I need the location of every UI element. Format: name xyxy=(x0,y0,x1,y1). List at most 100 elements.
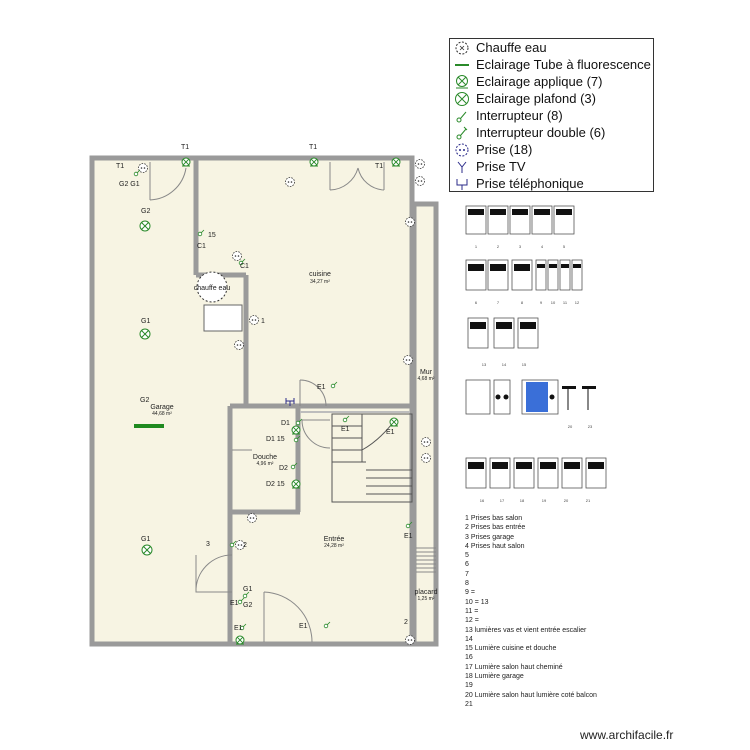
svg-text:G2: G2 xyxy=(243,602,252,609)
svg-text:C1: C1 xyxy=(197,243,206,250)
svg-text:20: 20 xyxy=(568,424,573,429)
interrupteur-double-icon xyxy=(456,126,468,139)
circuit-note: 10 = 13 xyxy=(465,598,489,606)
circuit-note: 2 Prises bas entrée xyxy=(465,524,526,532)
circuit-note: 14 xyxy=(465,635,473,643)
footer-url[interactable]: www.archifacile.fr xyxy=(580,728,674,742)
svg-text:11: 11 xyxy=(563,300,568,305)
electrical-panel xyxy=(465,205,607,489)
circuit-note: 16 xyxy=(465,654,473,662)
svg-text:T1: T1 xyxy=(375,163,383,170)
svg-text:19: 19 xyxy=(542,498,547,503)
svg-text:2: 2 xyxy=(497,244,500,249)
room-mur-area: 4,68 m² xyxy=(418,376,435,382)
svg-text:D1 15: D1 15 xyxy=(266,436,285,443)
svg-text:E1: E1 xyxy=(317,384,326,391)
breaker-stems xyxy=(567,389,589,410)
legend-row-prise-tv: Prise TV xyxy=(450,158,526,175)
applique-icon xyxy=(456,74,468,88)
chauffe-eau-icon xyxy=(455,41,469,54)
room-douche-area: 4,96 m² xyxy=(257,461,274,467)
svg-text:12: 12 xyxy=(575,300,580,305)
legend-label: Prise téléphonique xyxy=(476,176,584,191)
legend: Chauffe eau Eclairage Tube à fluorescenc… xyxy=(449,38,654,192)
svg-text:D2: D2 xyxy=(279,465,288,472)
circuit-note: 12 = xyxy=(465,617,479,625)
tv-socket-icon xyxy=(285,398,295,406)
doors xyxy=(149,162,385,643)
circuit-note: 7 xyxy=(465,570,469,578)
room-douche-name: Douche xyxy=(253,454,277,461)
circuit-note: 9 = xyxy=(465,589,475,597)
svg-text:7: 7 xyxy=(497,300,500,305)
circuit-note: 17 Lumière salon haut cheminé xyxy=(465,663,563,671)
water-heater-cabinet xyxy=(203,304,243,332)
room-labels: Garage 44,68 m² cuisine 34,27 m² Douche … xyxy=(150,271,437,602)
svg-text:1: 1 xyxy=(261,318,265,325)
svg-text:C1: C1 xyxy=(240,263,249,270)
svg-text:15: 15 xyxy=(522,362,527,367)
svg-text:G1: G1 xyxy=(243,586,252,593)
circuit-note: 5 xyxy=(465,552,469,560)
svg-text:1: 1 xyxy=(475,244,478,249)
room-placard-area: 1,25 m² xyxy=(418,596,435,602)
svg-text:14: 14 xyxy=(502,362,507,367)
legend-label: Interrupteur double (6) xyxy=(476,125,606,140)
svg-text:23: 23 xyxy=(588,424,593,429)
svg-text:G1: G1 xyxy=(141,318,150,325)
svg-text:T1: T1 xyxy=(116,163,124,170)
interrupteur-icon xyxy=(456,111,467,122)
svg-text:T1: T1 xyxy=(181,144,189,151)
svg-text:G2: G2 xyxy=(140,397,149,404)
svg-text:16: 16 xyxy=(480,498,485,503)
room-placard-name: placard xyxy=(415,589,438,596)
svg-text:3: 3 xyxy=(206,541,210,548)
circuit-note: 3 Prises garage xyxy=(465,533,515,541)
placard-hatch xyxy=(416,547,436,573)
circuit-note: 13 lumières vas et vient entrée escalier xyxy=(465,626,587,634)
legend-label: Prise TV xyxy=(476,159,526,174)
legend-row-interrupteur: Interrupteur (8) xyxy=(450,107,563,124)
room-garage-area: 44,68 m² xyxy=(152,411,172,417)
legend-label: Eclairage Tube à fluorescence xyxy=(476,57,651,72)
legend-row-interrupteur-double: Interrupteur double (6) xyxy=(450,124,605,141)
floor-douche xyxy=(234,408,296,512)
svg-text:D2 15: D2 15 xyxy=(266,481,285,488)
svg-text:10: 10 xyxy=(551,300,556,305)
svg-text:15: 15 xyxy=(208,232,216,239)
circuit-note: 21 xyxy=(465,700,473,708)
svg-text:T1: T1 xyxy=(309,144,317,151)
circuit-note: 6 xyxy=(465,561,469,569)
legend-row-chauffe-eau: Chauffe eau xyxy=(450,39,547,56)
svg-text:D1: D1 xyxy=(281,420,290,427)
svg-text:E1: E1 xyxy=(404,533,413,540)
plan-labels: T1 T1 T1 T1 G2 G1 G2 15 C1 C1 1 G1 G2 E1… xyxy=(116,144,413,632)
legend-row-prise-telephonique: Prise téléphonique xyxy=(450,175,584,192)
breaker-blue-module xyxy=(526,382,548,412)
prise-telephonique-icon xyxy=(456,178,468,190)
svg-text:5: 5 xyxy=(563,244,566,249)
svg-text:2: 2 xyxy=(404,619,408,626)
prise-icon xyxy=(455,143,469,156)
svg-text:E1: E1 xyxy=(230,600,239,607)
legend-label: Eclairage applique (7) xyxy=(476,74,603,89)
svg-text:2: 2 xyxy=(243,542,247,549)
room-mur-name: Mur xyxy=(420,369,433,376)
prise-tv-icon xyxy=(457,161,467,173)
circuit-note: 19 xyxy=(465,682,473,690)
svg-text:8: 8 xyxy=(521,300,524,305)
breaker-handles xyxy=(468,209,604,469)
water-heater-label: chauffe eau xyxy=(194,285,231,292)
svg-text:9: 9 xyxy=(540,300,543,305)
svg-text:4: 4 xyxy=(541,244,544,249)
tube-fluorescent-icon xyxy=(455,63,469,66)
circuit-note: 4 Prises haut salon xyxy=(465,542,525,550)
room-cuisine-name: cuisine xyxy=(309,271,331,278)
svg-text:20: 20 xyxy=(564,498,569,503)
legend-label: Interrupteur (8) xyxy=(476,108,563,123)
svg-text:21: 21 xyxy=(586,498,591,503)
legend-row-applique: Eclairage applique (7) xyxy=(450,73,602,90)
svg-text:6: 6 xyxy=(475,300,478,305)
